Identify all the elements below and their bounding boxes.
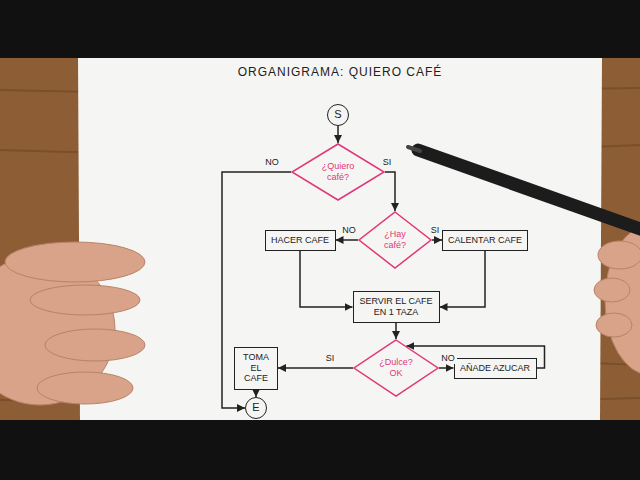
- flow-arrow: [440, 251, 486, 308]
- decision-diamond: ¿Quiero café?: [291, 143, 385, 201]
- flow-arrow: [255, 390, 257, 398]
- edge-label: SI: [381, 158, 394, 168]
- node-text: TOMA EL CAFE: [240, 352, 272, 384]
- process-box: TOMA EL CAFE: [234, 347, 278, 390]
- flow-arrow: [300, 251, 353, 308]
- flow-arrow: [222, 172, 291, 408]
- process-box: HACER CAFE: [265, 230, 336, 251]
- decision-diamond: ¿Dulce? OK: [353, 339, 439, 397]
- left-hand: [0, 242, 145, 405]
- terminal-circle: E: [245, 397, 267, 419]
- diamond-shape: [354, 340, 438, 396]
- node-text: CALENTAR CAFE: [448, 235, 522, 246]
- node-text: ¿Hay café?: [380, 229, 410, 251]
- flow-arrow: [278, 367, 353, 369]
- node-text: ¿Quiero café?: [318, 161, 358, 183]
- edge-label: SI: [324, 354, 337, 364]
- flow-arrow: [385, 172, 395, 211]
- process-box: AÑADE AZUCAR: [454, 358, 537, 379]
- process-box: SERVIR EL CAFE EN 1 TAZA: [353, 291, 440, 323]
- diamond-shape: [359, 212, 431, 268]
- pen-tip: [408, 147, 420, 151]
- edge-label: NO: [439, 354, 457, 364]
- diamond-shape: [292, 144, 384, 200]
- flow-arrow: [336, 239, 359, 241]
- terminal-circle: S: [327, 104, 349, 126]
- right-hand: [594, 225, 640, 375]
- edge-label: NO: [340, 226, 358, 236]
- pen-body: [418, 150, 640, 236]
- process-box: CALENTAR CAFE: [442, 230, 528, 251]
- node-text: HACER CAFE: [271, 235, 329, 246]
- node-text: SERVIR EL CAFE EN 1 TAZA: [359, 296, 434, 318]
- edge-label: NO: [263, 158, 281, 168]
- diagram-title: ORGANIGRAMA: QUIERO CAFÉ: [238, 65, 443, 79]
- flow-arrow: [395, 323, 397, 339]
- flow-arrow: [432, 239, 442, 241]
- flow-arrow: [439, 367, 454, 369]
- flow-arrow: [337, 126, 339, 143]
- node-text: S: [334, 108, 341, 121]
- decision-diamond: ¿Hay café?: [358, 211, 432, 269]
- edge-label: SI: [429, 226, 442, 236]
- node-text: AÑADE AZUCAR: [460, 363, 530, 374]
- paper-sheet: [78, 58, 602, 420]
- node-text: ¿Dulce? OK: [378, 357, 414, 379]
- node-text: E: [252, 401, 259, 414]
